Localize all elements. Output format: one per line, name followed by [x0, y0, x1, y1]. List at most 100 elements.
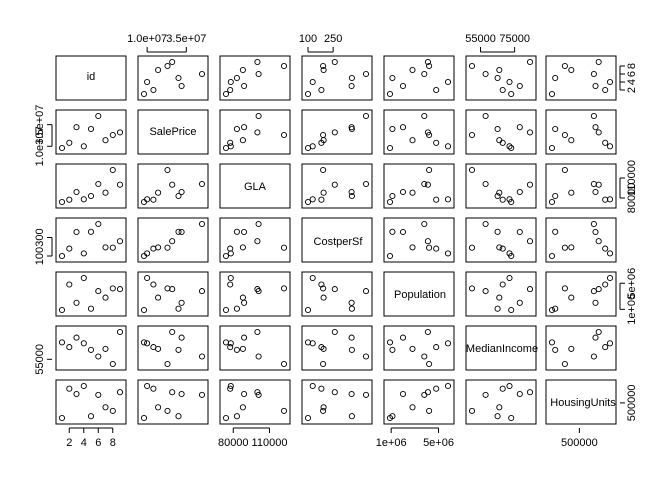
data-point — [254, 328, 261, 336]
panel-saleprice-vs-housingunits — [545, 109, 617, 155]
data-point — [506, 143, 513, 150]
panel-frame — [137, 163, 209, 209]
data-point — [595, 129, 602, 136]
data-point — [222, 414, 230, 422]
data-point — [116, 129, 124, 136]
data-point — [66, 385, 73, 392]
data-point — [169, 328, 176, 336]
data-point — [198, 288, 206, 295]
data-point — [362, 70, 370, 78]
data-point — [348, 413, 355, 420]
data-point — [66, 139, 73, 146]
data-point — [95, 353, 102, 360]
data-point — [548, 339, 556, 346]
data-point — [561, 285, 568, 292]
data-point — [444, 143, 452, 150]
tick-label: 1.0e+07 — [34, 126, 46, 166]
data-point — [241, 228, 248, 236]
data-point — [320, 131, 327, 139]
data-point — [409, 244, 416, 251]
data-point — [233, 413, 240, 420]
data-point — [424, 181, 431, 188]
data-point — [516, 390, 523, 398]
tick-label: 55000 — [465, 33, 496, 45]
data-point — [140, 414, 148, 422]
data-point — [561, 131, 568, 139]
data-point — [80, 143, 87, 150]
tick-label: 5e+06 — [626, 268, 638, 299]
panel-frame — [383, 163, 455, 209]
panel-id-vs-population — [383, 55, 455, 101]
panel-gla-vs-medianincome — [465, 163, 537, 209]
panel-frame — [383, 271, 455, 317]
diag-label-housingunits: HousingUnits — [550, 397, 616, 409]
panel-saleprice-vs-medianincome — [465, 109, 537, 155]
data-point — [175, 346, 182, 353]
data-point — [155, 244, 162, 251]
data-point — [116, 181, 124, 188]
panel-frame — [55, 217, 127, 263]
data-point — [73, 228, 80, 236]
data-point — [280, 244, 288, 251]
data-point — [389, 192, 396, 200]
data-point — [602, 86, 609, 94]
data-point — [526, 286, 534, 293]
tick-label: 4 — [81, 437, 87, 449]
panel-costpersf-vs-id — [55, 217, 127, 263]
tick-label: 5e+06 — [423, 437, 454, 449]
data-point — [233, 125, 240, 133]
data-point — [80, 382, 87, 390]
panel-frame — [545, 55, 617, 101]
tick-label: 8 — [110, 437, 116, 449]
data-point — [348, 299, 355, 306]
data-point — [309, 196, 316, 203]
data-point — [499, 245, 506, 252]
data-point — [198, 220, 206, 228]
data-point — [227, 86, 234, 94]
data-point — [362, 180, 370, 188]
data-point — [496, 294, 503, 301]
data-point — [426, 360, 433, 368]
data-point — [169, 181, 176, 188]
data-point — [552, 346, 559, 353]
data-point — [164, 62, 171, 70]
data-point — [592, 334, 599, 341]
data-point — [424, 238, 431, 245]
data-point — [254, 286, 261, 293]
panel-frame — [55, 271, 127, 317]
panel-costpersf-vs-medianincome — [465, 217, 537, 263]
panel-frame — [301, 217, 373, 263]
panel-id-vs-id — [55, 55, 127, 101]
data-point — [424, 389, 431, 396]
panel-frame — [55, 163, 127, 209]
data-point — [227, 382, 234, 390]
data-point — [468, 131, 476, 139]
data-point — [595, 58, 602, 66]
data-point — [592, 228, 599, 236]
panel-frame — [137, 109, 209, 155]
data-point — [320, 62, 327, 70]
data-point — [433, 196, 440, 203]
data-point — [548, 252, 556, 260]
data-point — [255, 70, 262, 78]
data-point — [499, 196, 506, 203]
data-point — [320, 404, 327, 411]
data-point — [254, 238, 261, 245]
data-point — [592, 82, 599, 90]
panel-housingunits-vs-gla — [219, 379, 291, 425]
data-point — [424, 129, 431, 136]
data-point — [606, 340, 614, 347]
data-point — [568, 345, 575, 352]
tick-label: 3.5e+07 — [166, 33, 206, 45]
data-point — [602, 281, 609, 288]
data-point — [102, 404, 109, 411]
panel-costpersf-vs-population — [383, 217, 455, 263]
data-point — [58, 144, 66, 152]
data-point — [526, 129, 534, 136]
data-point — [421, 112, 428, 120]
data-point — [468, 407, 476, 414]
data-point — [239, 66, 246, 74]
data-point — [102, 137, 109, 144]
